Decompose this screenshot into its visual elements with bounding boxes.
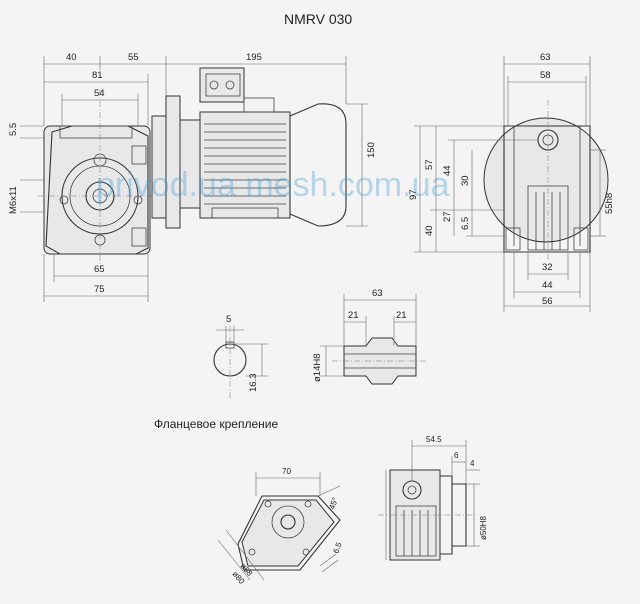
dim-75: 75 [94, 284, 105, 295]
flange-dim-54-5: 54.5 [426, 435, 442, 444]
dim-40: 40 [66, 52, 77, 63]
front-view [38, 90, 160, 264]
hollow-shaft-section [320, 294, 428, 385]
dim-27: 27 [442, 211, 453, 222]
dim-97: 97 [408, 189, 419, 200]
dim-shaft-63: 63 [372, 288, 383, 299]
side-view [483, 100, 609, 262]
flange-heading: Фланцевое крепление [154, 417, 278, 431]
watermark: privod.ua mesh.com.ua [96, 166, 449, 204]
front-dimensions [20, 56, 368, 302]
flange-dim-4: 4 [470, 459, 475, 468]
dim-65: 65 [94, 264, 105, 275]
dim-57: 57 [424, 159, 435, 170]
side-dimensions [414, 56, 606, 312]
dim-55h8: 55h8 [604, 193, 615, 214]
shaft-key-detail [213, 326, 268, 398]
dim-54: 54 [94, 88, 105, 99]
flange-dim-6: 6 [454, 451, 459, 460]
dim-m6x11: M6x11 [8, 186, 19, 214]
dim-44-h: 44 [542, 280, 553, 291]
dim-150: 150 [366, 142, 377, 158]
dim-195: 195 [246, 52, 262, 63]
dim-14h8: ø14H8 [312, 353, 323, 382]
dim-58: 58 [540, 70, 551, 81]
dim-44-v: 44 [442, 165, 453, 176]
flange-front-view [217, 472, 341, 581]
dim-63-top: 63 [540, 52, 551, 63]
dim-55: 55 [128, 52, 139, 63]
flange-side-view [378, 440, 480, 561]
dim-key-5: 5 [226, 314, 231, 325]
flange-dim-45: 45° [327, 496, 340, 510]
flange-dim-50h8: ø50H8 [479, 515, 488, 540]
drawing-title: NMRV 030 [284, 11, 352, 27]
dim-32: 32 [542, 262, 553, 273]
motor-body [151, 67, 347, 229]
dim-40-v: 40 [424, 225, 435, 236]
dim-6-5-v: 6.5 [460, 217, 471, 230]
dim-21-right: 21 [396, 310, 407, 321]
dim-21-left: 21 [348, 310, 359, 321]
flange-dim-6-5: 6.5 [331, 541, 343, 555]
dim-5-5: 5.5 [8, 123, 19, 136]
flange-dim-70: 70 [282, 467, 291, 476]
dim-81: 81 [92, 70, 103, 81]
dim-30: 30 [460, 175, 471, 186]
dim-56: 56 [542, 296, 553, 307]
dim-16-3: 16.3 [248, 374, 259, 393]
